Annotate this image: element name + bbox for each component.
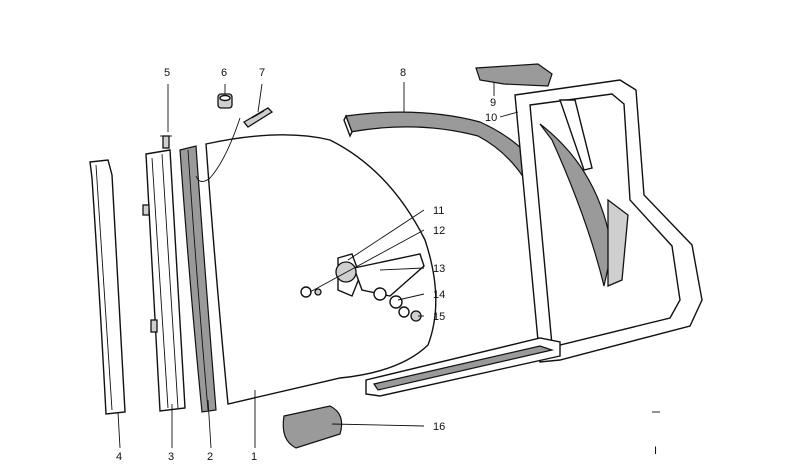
callout-10: 10 — [485, 112, 497, 124]
callout-9: 9 — [490, 97, 496, 109]
part-3-channel-rail — [142, 149, 186, 412]
callout-8: 8 — [400, 67, 406, 79]
callout-2: 2 — [207, 451, 213, 463]
callout-4: 4 — [116, 451, 122, 463]
part-10-door-frame — [514, 79, 703, 363]
callout-labels: 1 2 3 4 5 6 7 8 9 10 11 12 13 14 15 16 I — [116, 67, 660, 463]
part-7-clip — [243, 107, 274, 128]
leader-lines — [117, 82, 519, 449]
lower-sill-channel — [365, 337, 561, 397]
callout-15: 15 — [433, 311, 445, 323]
callout-16: 16 — [433, 421, 445, 433]
callout-14: 14 — [433, 289, 445, 301]
callout-5: 5 — [164, 67, 170, 79]
corner-mark: I — [654, 445, 657, 457]
part-9-top-piece — [475, 63, 553, 87]
callout-6: 6 — [221, 67, 227, 79]
part-16-end-cap — [282, 405, 343, 449]
part-2-seal-strip — [179, 145, 217, 413]
callout-1: 1 — [251, 451, 257, 463]
callout-7: 7 — [259, 67, 265, 79]
part-6-grommet — [217, 93, 233, 109]
callout-3: 3 — [168, 451, 174, 463]
part-5-screw — [160, 135, 172, 149]
part-1-window-glass — [205, 134, 437, 405]
callout-13: 13 — [433, 263, 445, 275]
callout-11: 11 — [433, 205, 444, 217]
part-4-trim-strip — [89, 159, 126, 415]
cable — [195, 117, 241, 182]
callout-12: 12 — [433, 225, 445, 237]
